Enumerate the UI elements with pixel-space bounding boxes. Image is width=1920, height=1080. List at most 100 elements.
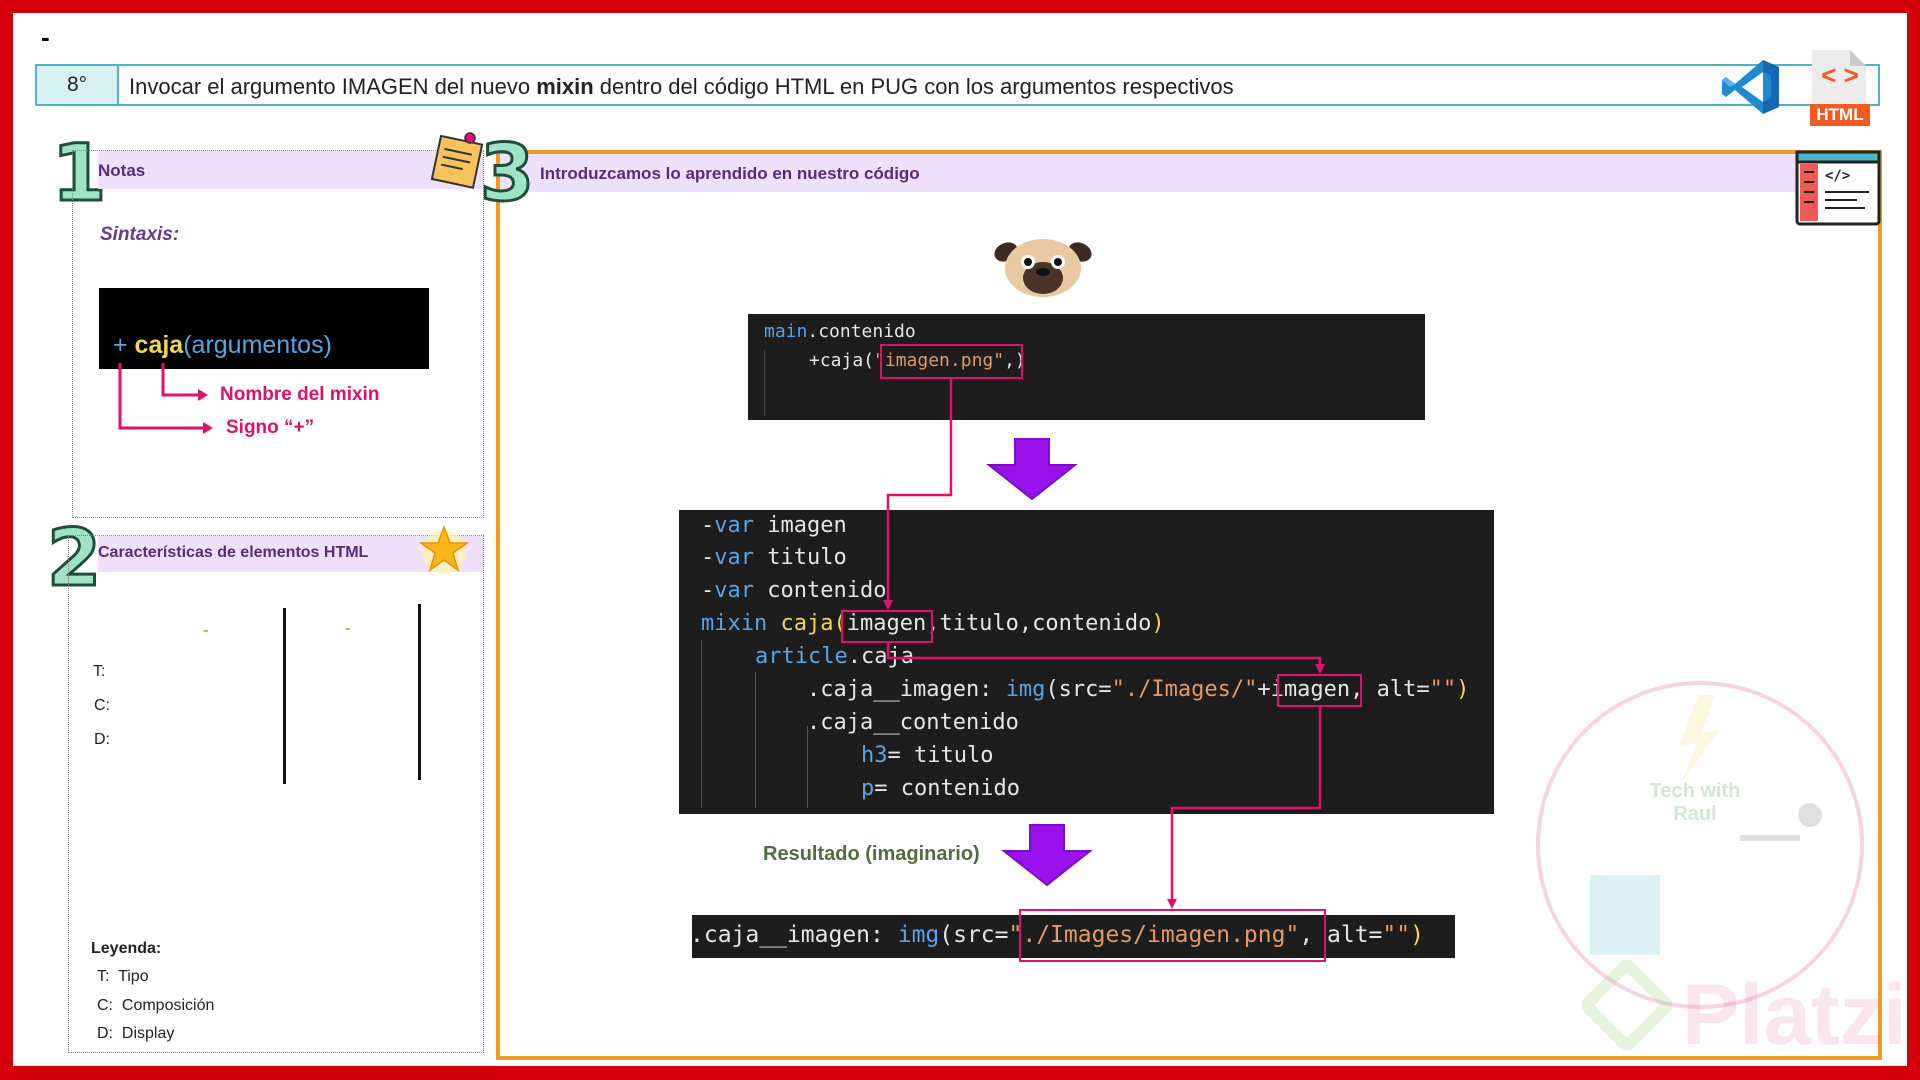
code-token: "./Images/imagen.png" <box>1008 922 1300 948</box>
row-display-label: D: <box>94 731 110 748</box>
code-token: = contenido <box>874 776 1020 801</box>
code-token: mixin <box>701 611 768 636</box>
code-editor-icon: </> <box>1795 150 1881 226</box>
html-icon-brackets: < > <box>1821 60 1859 90</box>
platzi-logo-icon <box>1582 960 1672 1050</box>
legend-title: Leyenda: <box>91 940 162 957</box>
code-token: var <box>714 578 754 603</box>
step-number: 8° <box>37 66 119 104</box>
vscode-icon <box>1722 60 1779 114</box>
code-name: caja <box>134 331 184 359</box>
code-token: .contenido <box>807 321 916 342</box>
code-token: - <box>701 513 715 538</box>
code-line: +caja("imagen.png",) <box>809 350 1026 371</box>
column-dash-2: - <box>345 620 351 637</box>
svg-text:</>: </> <box>1825 168 1850 184</box>
legend-value: Display <box>121 1025 175 1042</box>
watermark-badge <box>1536 681 1864 1009</box>
code-token: .caja__imagen: <box>807 677 1006 702</box>
code-token: - <box>701 578 715 603</box>
code-token: .caja__imagen: <box>690 922 898 948</box>
code-token: (src= <box>939 922 1009 948</box>
legend-key: C: <box>97 997 113 1014</box>
column-divider-2 <box>418 604 421 780</box>
code-token: +caja( <box>809 350 875 371</box>
html-features-panel: Características de elementos HTML <box>68 535 484 1053</box>
code-line: mixin caja(imagen,titulo,contenido) <box>701 611 1165 636</box>
code-token: article <box>755 644 848 669</box>
watermark-brand: Platzi <box>1682 967 1907 1063</box>
code-token: var <box>714 513 754 538</box>
code-line: -var imagen <box>701 513 847 538</box>
sintaxis-label: Sintaxis: <box>100 224 180 245</box>
panel3-number: 3 <box>478 129 535 219</box>
code-token: ) <box>1456 677 1470 702</box>
code-token: "" <box>1382 922 1411 948</box>
practice-header: Introduzcamos lo aprendido en nuestro có… <box>500 154 1810 192</box>
code-token: p <box>861 776 875 801</box>
legend-value: Tipo <box>118 968 149 985</box>
code-token: h3 <box>861 743 888 768</box>
code-line: article.caja <box>755 644 914 669</box>
down-arrow-icon <box>1001 824 1093 887</box>
highlight-box <box>1277 674 1362 707</box>
watermark-badge-text: Tech with Raul <box>1630 780 1760 826</box>
code-block-invocation: main.contenido +caja("imagen.png",) <box>748 314 1425 420</box>
notes-title: Notas <box>98 161 146 180</box>
sticky-note-icon <box>430 132 484 189</box>
legend-key: T: <box>97 968 110 985</box>
highlight-box <box>841 610 933 643</box>
practice-title: Introduzcamos lo aprendido en nuestro có… <box>540 164 920 183</box>
code-token: .caja__contenido <box>807 710 1019 735</box>
annotation-plus-sign: Signo “+” <box>226 417 315 438</box>
code-token: ,) <box>1004 350 1026 371</box>
title-bar: 8° Invocar el argumento IMAGEN del nuevo… <box>35 64 1880 106</box>
code-token: + <box>1257 677 1271 702</box>
code-token: caja <box>767 611 834 636</box>
watermark-line: Raul <box>1673 803 1717 825</box>
highlight-box <box>880 344 1023 379</box>
code-token: ,titulo,contenido <box>926 611 1152 636</box>
code-practice-panel: Introduzcamos lo aprendido en nuestro có… <box>496 150 1882 1060</box>
code-block-mixin: -var imagen -var titulo -var contenido m… <box>679 510 1494 814</box>
syntax-code: + caja(argumentos) <box>113 331 332 360</box>
code-token: img <box>897 922 940 948</box>
code-token: , alt= <box>1299 922 1383 948</box>
legend-value: Composición <box>121 997 215 1014</box>
code-token: titulo <box>754 545 847 570</box>
title-bold: mixin <box>536 74 594 99</box>
top-dash: - <box>41 22 50 52</box>
row-type-label: T: <box>93 663 106 680</box>
code-token: "" <box>1429 677 1457 702</box>
pug-icon <box>994 239 1092 297</box>
html-file-icon: < > HTML <box>1806 48 1870 126</box>
legend-item: T: Tipo <box>97 968 149 986</box>
slide-title: Invocar el argumento IMAGEN del nuevo mi… <box>129 74 1234 100</box>
result-label: Resultado (imaginario) <box>763 843 980 865</box>
html-badge: HTML <box>1810 104 1870 126</box>
code-token: "./Images/" <box>1111 677 1258 702</box>
notes-panel: Notas <box>72 150 484 518</box>
code-token: main <box>764 321 808 342</box>
code-line: h3= titulo <box>861 743 993 768</box>
panel2-number: 2 <box>45 514 102 604</box>
title-part: dentro del código HTML en PUG con los ar… <box>593 74 1234 99</box>
code-token: contenido <box>754 578 887 603</box>
code-token: = titulo <box>887 743 994 768</box>
syntax-code-box: + caja(argumentos) <box>99 288 429 369</box>
code-token: .caja <box>847 644 914 669</box>
features-header: Características de elementos HTML <box>98 536 483 572</box>
annotation-mixin-name: Nombre del mixin <box>220 384 380 405</box>
code-line: .caja__imagen: img(src="./Images/imagen.… <box>690 922 1424 948</box>
code-args: (argumentos) <box>183 331 332 359</box>
code-line: main.contenido <box>764 321 916 342</box>
title-part: Invocar el argumento IMAGEN del nuevo <box>129 74 537 99</box>
code-token: imagen <box>846 611 927 636</box>
code-token: imagen <box>1270 677 1351 702</box>
column-divider-1 <box>283 608 286 784</box>
code-line: -var titulo <box>701 545 847 570</box>
code-line: -var contenido <box>701 578 886 603</box>
star-icon <box>418 524 470 574</box>
code-token: "imagen.png" <box>874 350 1005 371</box>
